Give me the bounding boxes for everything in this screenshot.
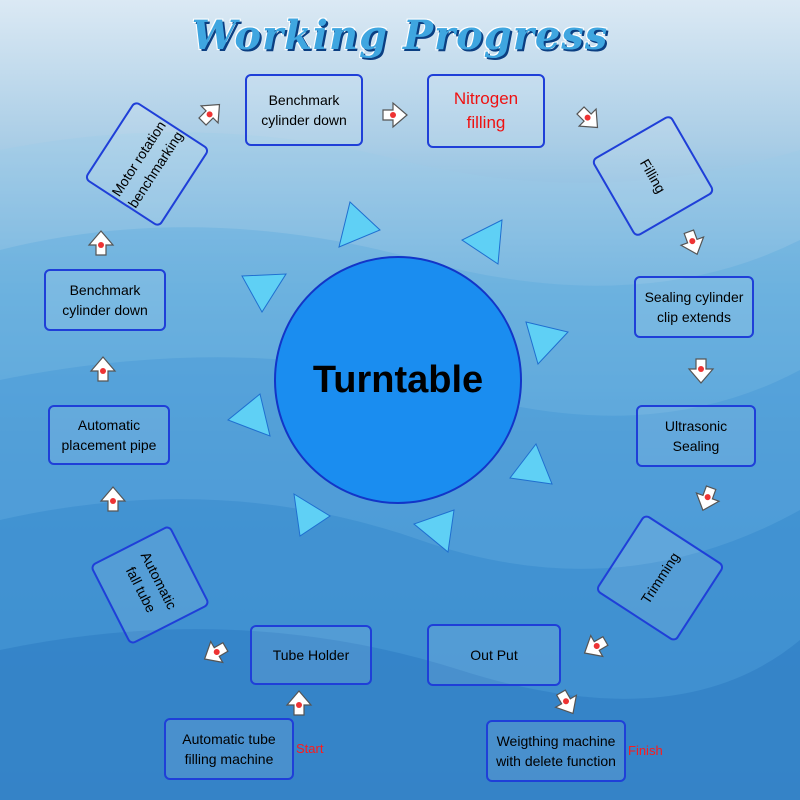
down-arrow-icon (695, 485, 721, 512)
rotation-triangle (338, 201, 381, 248)
right-arrow-icon (382, 101, 408, 129)
step-box-tube-holder: Tube Holder (250, 625, 372, 685)
rotation-triangle (241, 273, 287, 313)
step-box-out-put: Out Put (427, 624, 561, 686)
down-arrow-icon (554, 689, 578, 715)
step-box-nitrogen-filling: Nitrogen filling (427, 74, 545, 148)
step-box-weighting-machine: Weigthing machine with delete function (486, 720, 626, 782)
rotation-triangle (227, 393, 271, 437)
rotation-triangle (412, 509, 455, 553)
step-box-benchmark-cylinder-down-left: Benchmark cylinder down (44, 269, 166, 331)
up-arrow-icon (87, 230, 115, 256)
rotation-triangle (461, 219, 503, 265)
start-tag: Start (296, 741, 324, 756)
arrow-icon (198, 103, 221, 126)
step-box-ultrasonic-sealing: Ultrasonic Sealing (636, 405, 756, 467)
rotation-triangle (293, 493, 331, 537)
down-arrow-icon (687, 358, 715, 384)
left-arrow-icon (583, 634, 609, 658)
arrow-icon (576, 106, 599, 129)
up-arrow-icon (99, 486, 127, 512)
step-box-automatic-placement-pipe: Automatic placement pipe (48, 405, 170, 465)
step-box-automatic-tube-filling-machine: Automatic tube filling machine (164, 718, 294, 780)
finish-tag: Finish (628, 743, 663, 758)
turntable-circle: Turntable (274, 256, 522, 504)
step-box-benchmark-cylinder-down-top: Benchmark cylinder down (245, 74, 363, 146)
down-arrow-icon (679, 229, 705, 256)
step-box-sealing-cylinder-clip-extends: Sealing cylinder clip extends (634, 276, 754, 338)
arrow-icon (203, 640, 229, 664)
diagram-title: Working Progress (191, 12, 609, 59)
rotation-triangle (525, 321, 569, 365)
rotation-triangle (509, 442, 553, 485)
up-arrow-icon (285, 690, 313, 716)
up-arrow-icon (89, 356, 117, 382)
